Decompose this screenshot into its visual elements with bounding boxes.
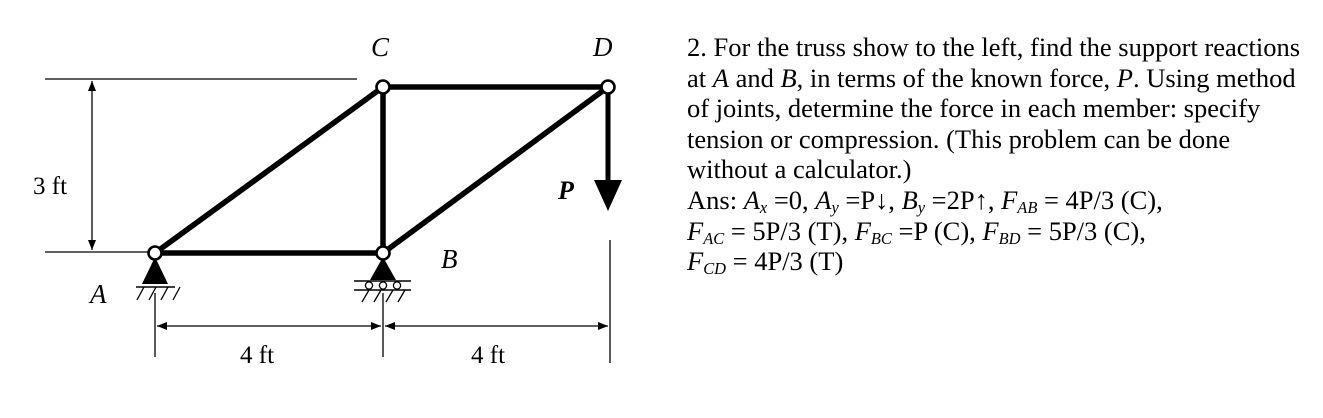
load-label-P: P: [557, 176, 575, 205]
span-BD-label: 4 ft: [471, 342, 505, 369]
member-BD: [380, 84, 611, 256]
problem-statement: 2. For the truss show to the left, find …: [687, 32, 1301, 185]
joint-D: [600, 79, 616, 95]
height-dim-label: 3 ft: [33, 173, 67, 200]
answer-text: Ans: Ax =0, Ay =P↓, By =2P↑, FAB = 4P/3 …: [687, 184, 1163, 279]
joint-C: [375, 79, 391, 95]
joint-A: [147, 245, 163, 261]
label-A: A: [88, 279, 107, 309]
joint-B: [375, 245, 391, 261]
truss-diagram: 3 ft: [33, 32, 622, 369]
roller-support-B: [354, 257, 411, 303]
problem-text-block: 2. For the truss show to the left, find …: [687, 32, 1317, 277]
member-AC: [152, 84, 386, 256]
span-dimensions: [154, 240, 611, 363]
load-arrow-P: [594, 93, 622, 211]
height-dimension: 3 ft: [33, 78, 357, 253]
pin-support-A: [136, 257, 181, 301]
label-D: D: [592, 32, 613, 62]
label-C: C: [371, 32, 390, 62]
span-AB-label: 4 ft: [240, 342, 274, 369]
label-B: B: [441, 244, 458, 274]
truss-members: [152, 84, 611, 256]
problem-number: 2.: [687, 32, 707, 62]
